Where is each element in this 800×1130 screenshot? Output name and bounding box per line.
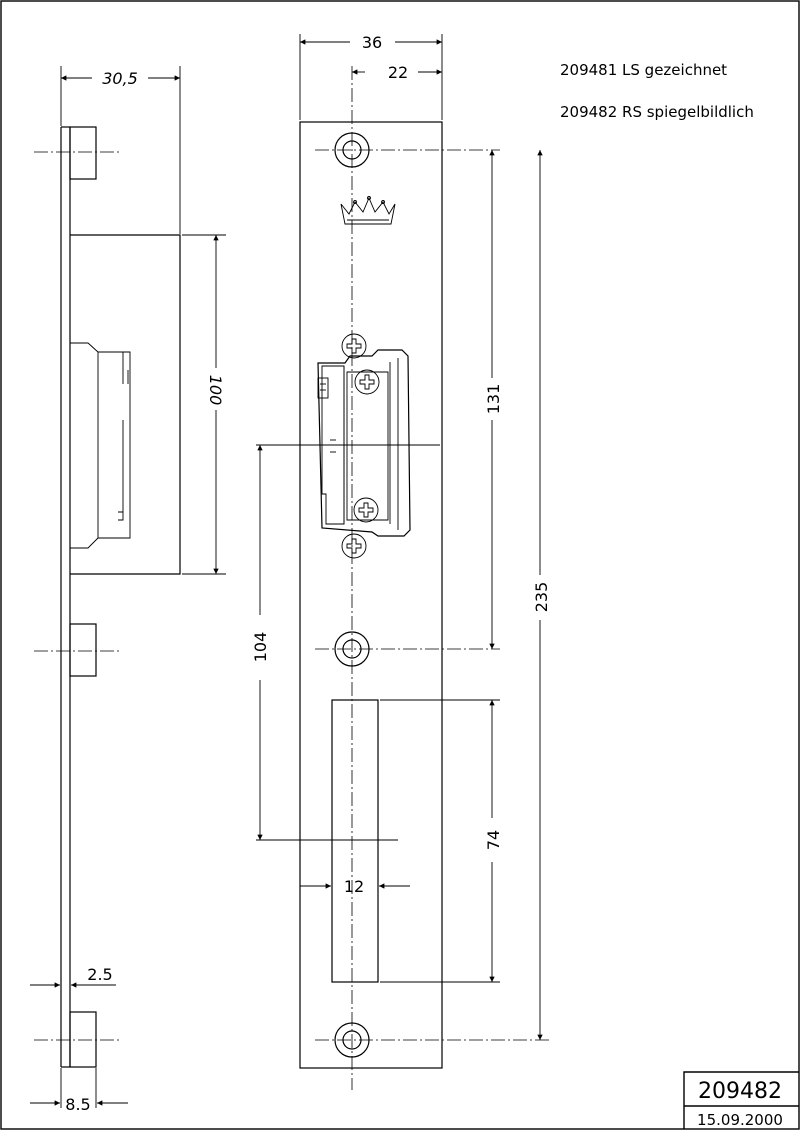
dim-keeper-offset-label: 104 — [251, 632, 270, 663]
dim-depth-label: 30,5 — [102, 69, 138, 88]
dim-box-height-label: 100 — [206, 375, 225, 406]
dim-hole-spacing-label: 131 — [484, 384, 503, 415]
front-view: 36 22 131 235 104 74 12 — [251, 33, 551, 1090]
title-block: 209482 15.09.2000 — [683, 1071, 799, 1129]
dim-total-length-label: 235 — [532, 582, 551, 613]
middle-mounting-hole — [315, 631, 500, 667]
phillips-screw-icon — [341, 533, 367, 559]
note-right-hand: 209482 RS spiegelbildlich — [560, 103, 754, 121]
part-number: 209482 — [698, 1079, 782, 1104]
crown-logo-icon — [340, 196, 396, 225]
phillips-screw-icon — [341, 333, 367, 359]
drawing-date: 15.09.2000 — [697, 1111, 783, 1129]
bottom-mounting-hole — [315, 1022, 550, 1058]
dim-slot-width-label: 12 — [344, 877, 364, 896]
dim-plate-thickness-label: 2.5 — [87, 965, 112, 984]
dim-slot-length-label: 74 — [484, 830, 503, 850]
top-mounting-hole — [315, 132, 500, 168]
dim-width-total-label: 36 — [362, 33, 382, 52]
dim-edge-offset-label: 8.5 — [65, 1095, 90, 1114]
dim-width-center-label: 22 — [388, 63, 408, 82]
phillips-screw-icon — [353, 497, 379, 523]
keeper-slot — [256, 699, 500, 983]
note-left-hand: 209481 LS gezeichnet — [560, 61, 727, 79]
phillips-screw-icon — [354, 369, 380, 395]
side-view: 30,5 100 2.5 8.5 — [30, 66, 226, 1114]
